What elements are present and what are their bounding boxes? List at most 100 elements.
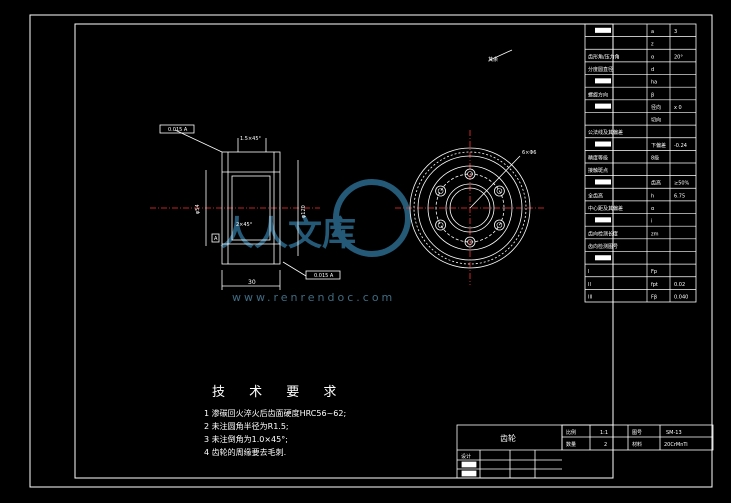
section-note: 2×45° [236, 222, 253, 228]
param-cell: 20° [674, 54, 683, 60]
param-cell: 径向 [651, 104, 661, 111]
param-cell: Fp [651, 269, 657, 275]
param-cell: fpt [651, 282, 658, 288]
watermark: 人人文库 www.renrendoc.com [220, 179, 411, 304]
param-cell: α [651, 206, 655, 212]
param-cell: I [588, 269, 589, 275]
inner-border [74, 23, 614, 479]
bolt-hole [435, 219, 447, 231]
bolt-hole [435, 185, 447, 197]
tech-requirements-heading: 技 术 要 求 [212, 385, 346, 400]
bolt-hole-inner [467, 239, 473, 245]
param-cell: 齿形角/压力角 [588, 53, 620, 60]
tb-filled-cell [461, 461, 477, 468]
scale-label: 比例 [566, 429, 576, 436]
outer-border [29, 14, 713, 488]
material-label: 材料 [632, 441, 642, 448]
bolt-hole-inner [496, 222, 503, 228]
qty-label: 数量 [566, 441, 576, 448]
param-cell: 3 [674, 29, 677, 35]
pitch-circle [413, 151, 527, 265]
param-cell: 切向 [651, 117, 661, 124]
param-cell: 齿向检测长度 [588, 230, 618, 237]
dim-right-label: φ120 [301, 205, 307, 218]
param-cell: h [651, 193, 654, 199]
param-filled-cell [595, 103, 611, 109]
bolt-hole-inner [496, 188, 503, 194]
param-cell: 下偏差 [651, 142, 666, 149]
param-cell: 接触斑点 [588, 167, 608, 174]
gear-section-outline [221, 151, 281, 265]
hub-circle [427, 165, 513, 251]
param-cell: 0.02 [674, 282, 685, 288]
datum-box [211, 233, 220, 243]
param-cell: ha [651, 80, 657, 86]
param-cell: x 0 [674, 105, 682, 111]
flatness-label-top: 0.015 A [168, 127, 188, 133]
param-cell: 分度圆直径 [588, 66, 613, 73]
param-filled-cell [595, 217, 611, 223]
watermark-url: www.renrendoc.com [232, 291, 395, 304]
param-cell: 精度等级 [588, 154, 608, 161]
leader-line [282, 261, 307, 277]
param-cell: zm [651, 231, 659, 237]
param-cell: 全齿高 [588, 192, 603, 199]
view-label: 其余 [488, 56, 498, 63]
front-view [395, 49, 545, 285]
bolt-holes [435, 168, 505, 248]
hole-leader [469, 155, 521, 209]
param-cell: -0.24 [674, 143, 687, 149]
param-cell: ≥50% [674, 181, 690, 187]
param-filled-cell [595, 78, 611, 84]
param-cell: III [588, 294, 592, 300]
flatness-box-top [159, 124, 195, 134]
param-cell: β [651, 92, 654, 98]
bolt-hole-inner [467, 171, 473, 177]
dim-left-label: φ54 [195, 204, 201, 214]
param-cell: a [651, 29, 654, 35]
bolt-hole [493, 185, 505, 197]
qty-value: 2 [604, 442, 607, 448]
flatness-box-bottom [305, 270, 341, 280]
drawing-no-value: SM-13 [666, 430, 682, 436]
watermark-ring [333, 179, 411, 257]
param-filled-cell [595, 27, 611, 33]
param-filled-cell [595, 141, 611, 147]
param-cell: 8级 [651, 154, 659, 161]
param-cell: 螺旋方向 [588, 91, 608, 98]
datum-label: A [214, 236, 218, 242]
drawing-no-label: 图号 [632, 430, 642, 436]
param-cell: z [651, 42, 654, 48]
title-block [456, 424, 714, 479]
param-cell: 0.040 [674, 294, 688, 300]
param-cell: α [651, 54, 655, 60]
param-cell: 6.75 [674, 193, 685, 199]
material-value: 20CrMnTi [664, 442, 688, 448]
param-filled-cell [595, 255, 611, 261]
bolt-hole [464, 236, 476, 248]
bore-outline [231, 175, 271, 241]
designer-label: 设计 [461, 453, 471, 460]
param-cell: 公法线及其偏差 [588, 129, 623, 136]
param-cell: 齿向检测图号 [588, 243, 618, 250]
root-circle [417, 155, 523, 261]
param-cell: i [651, 219, 652, 225]
param-cell: Fβ [651, 294, 657, 300]
param-filled-cell [595, 179, 611, 185]
tb-filled-cell [461, 470, 477, 477]
param-cell: 中心距及其偏差 [588, 205, 623, 212]
hole-note: 6×Φ6 [522, 150, 537, 156]
tech-requirement-item: 3 未注倒角为1.0×45°; [204, 434, 288, 444]
leader-line [174, 129, 223, 153]
bore-circle [445, 183, 495, 233]
flatness-label-bottom: 0.015 A [314, 273, 334, 279]
chamfer-note: 1.5×45° [240, 136, 262, 142]
bolt-circle [435, 173, 505, 243]
watermark-brand: 人人文库 [220, 214, 356, 254]
tech-requirement-item: 2 未注圆角半径为R1.5; [204, 421, 289, 431]
bolt-hole-inner [437, 222, 444, 228]
tech-requirement-item: 1 渗碳回火淬火后齿面硬度HRC56~62; [204, 408, 346, 418]
